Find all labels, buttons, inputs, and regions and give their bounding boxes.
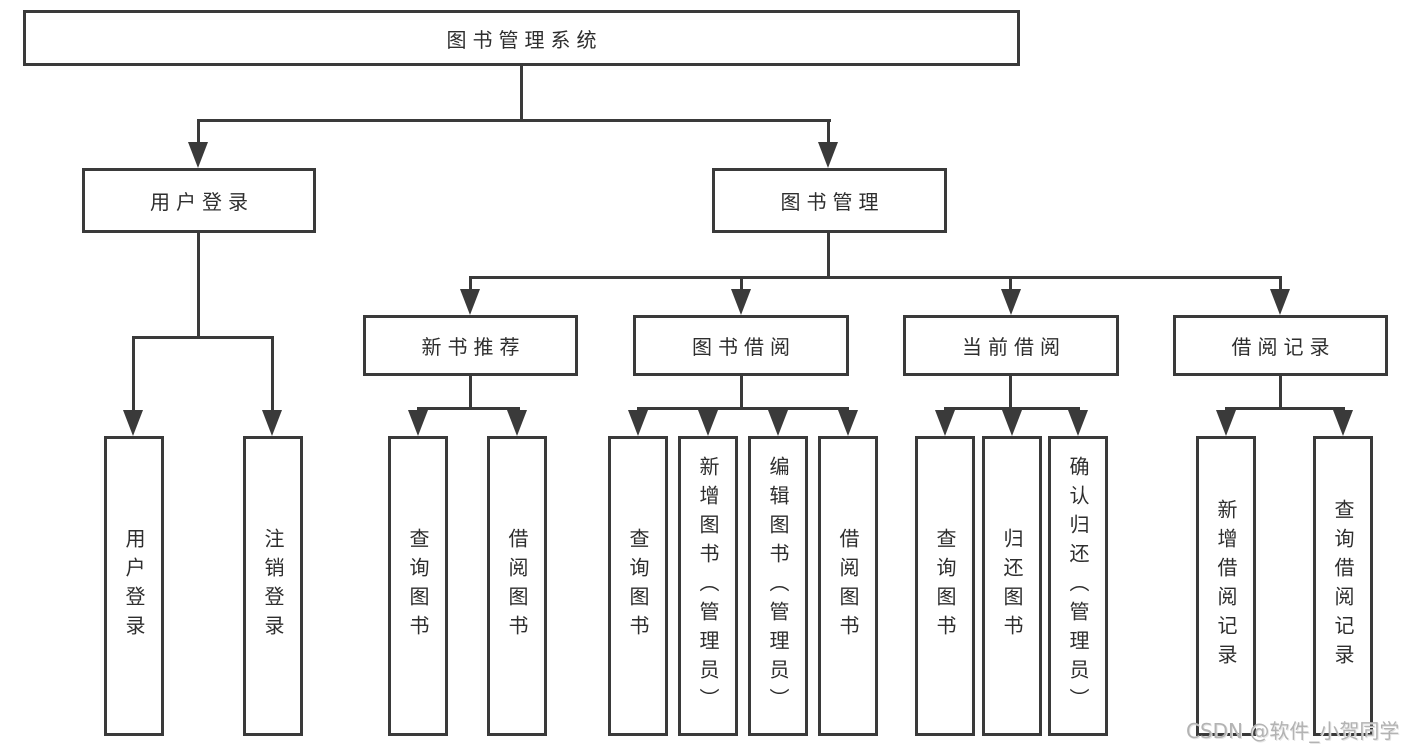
leaf-label: 查询图书 [933, 528, 957, 644]
leaf-query-books: 查询图书 [915, 436, 975, 736]
arrow-down [262, 410, 282, 436]
leaf-borrow-books: 借阅图书 [487, 436, 547, 736]
leaf-label: 确认归还（管理员） [1066, 455, 1090, 717]
leaf-label: 归还图书 [1000, 528, 1024, 644]
leaf-label: 新增图书（管理员） [696, 455, 720, 717]
connector-line [520, 66, 523, 119]
connector-line [827, 233, 830, 279]
leaf-label: 查询图书 [406, 528, 430, 644]
connector-line [944, 407, 1080, 410]
connector-line [827, 119, 830, 147]
leaf-user-login: 用户登录 [104, 436, 164, 736]
node-borrowing-records: 借阅记录 [1173, 315, 1388, 376]
arrow-down [935, 410, 955, 436]
connector-line [469, 276, 472, 292]
leaf-add-book-admin: 新增图书（管理员） [678, 436, 738, 736]
leaf-query-borrow-record: 查询借阅记录 [1313, 436, 1373, 736]
node-new-book-recommend: 新书推荐 [363, 315, 578, 376]
leaf-label: 编辑图书（管理员） [766, 455, 790, 717]
connector-line [417, 407, 520, 410]
leaf-label: 借阅图书 [836, 528, 860, 644]
connector-line [740, 276, 743, 292]
arrow-down [768, 410, 788, 436]
connector-line [469, 276, 1282, 279]
leaf-confirm-return-admin: 确认归还（管理员） [1048, 436, 1108, 736]
leaf-label: 注销登录 [261, 528, 285, 644]
arrow-down [1001, 289, 1021, 315]
arrow-down [507, 410, 527, 436]
leaf-label: 查询借阅记录 [1331, 499, 1355, 673]
leaf-label: 借阅图书 [505, 528, 529, 644]
arrow-down [818, 142, 838, 168]
arrow-down [1002, 410, 1022, 436]
connector-line [197, 119, 200, 147]
connector-line [271, 336, 274, 414]
arrow-down [123, 410, 143, 436]
connector-line [1009, 276, 1012, 292]
leaf-borrow-books: 借阅图书 [818, 436, 878, 736]
connector-line [197, 233, 200, 339]
connector-line [740, 376, 743, 410]
node-book-borrowing: 图书借阅 [633, 315, 849, 376]
connector-line [637, 407, 849, 410]
connector-line [1279, 276, 1282, 292]
arrow-down [838, 410, 858, 436]
arrow-down [188, 142, 208, 168]
leaf-logout: 注销登录 [243, 436, 303, 736]
leaf-query-books: 查询图书 [608, 436, 668, 736]
node-current-borrowing: 当前借阅 [903, 315, 1119, 376]
arrow-down [1068, 410, 1088, 436]
arrow-down [628, 410, 648, 436]
arrow-down [408, 410, 428, 436]
connector-line [1009, 376, 1012, 410]
arrow-down [731, 289, 751, 315]
node-user-login: 用户登录 [82, 168, 316, 233]
arrow-down [460, 289, 480, 315]
arrow-down [1270, 289, 1290, 315]
connector-line [132, 336, 135, 414]
watermark: CSDN @软件_小贺同学 [1186, 719, 1400, 743]
node-library-system: 图书管理系统 [23, 10, 1020, 66]
arrow-down [698, 410, 718, 436]
arrow-down [1216, 410, 1236, 436]
connector-line [197, 119, 831, 122]
leaf-return-books: 归还图书 [982, 436, 1042, 736]
node-book-management: 图书管理 [712, 168, 947, 233]
leaf-label: 查询图书 [626, 528, 650, 644]
connector-line [1225, 407, 1345, 410]
connector-line [132, 336, 274, 339]
arrow-down [1333, 410, 1353, 436]
leaf-add-borrow-record: 新增借阅记录 [1196, 436, 1256, 736]
leaf-query-books: 查询图书 [388, 436, 448, 736]
leaf-label: 用户登录 [122, 528, 146, 644]
connector-line [1279, 376, 1282, 410]
connector-line [469, 376, 472, 410]
leaf-edit-book-admin: 编辑图书（管理员） [748, 436, 808, 736]
leaf-label: 新增借阅记录 [1214, 499, 1238, 673]
